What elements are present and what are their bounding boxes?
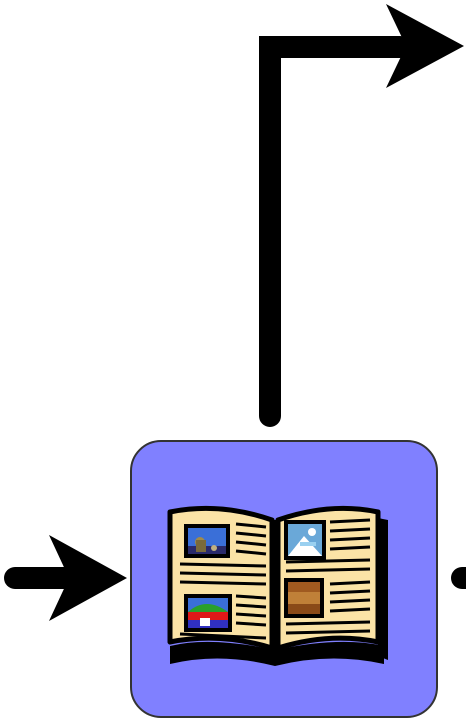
photo-album-node[interactable] (130, 440, 438, 718)
photo-thumbnail (284, 520, 326, 560)
photo-thumbnail (184, 594, 232, 632)
arrow-right-icon (4, 535, 127, 621)
elbow-arrow-icon (259, 4, 464, 427)
photo-thumbnail (184, 524, 230, 558)
open-photo-album-icon (167, 505, 388, 666)
photo-thumbnail (284, 578, 324, 618)
